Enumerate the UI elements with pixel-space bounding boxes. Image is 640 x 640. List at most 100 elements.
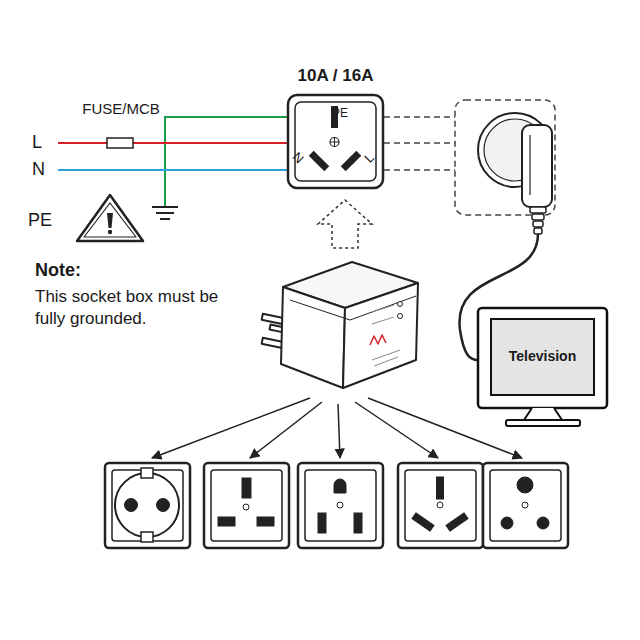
ground-symbol — [160, 218, 170, 220]
surge-adapter — [372, 317, 394, 324]
surge-adapter — [290, 296, 416, 320]
warning-triangle — [77, 195, 143, 241]
wall-socket — [309, 151, 330, 172]
socket-type — [242, 478, 251, 498]
television — [524, 408, 562, 420]
neutral-wire — [58, 169, 289, 171]
socket-type — [437, 477, 444, 499]
socket-type — [141, 468, 153, 478]
note-heading: Note: — [35, 260, 81, 282]
socket-type — [305, 470, 376, 541]
live-wire — [58, 138, 289, 148]
socket-type — [398, 463, 483, 548]
plug — [534, 228, 542, 234]
socket-type — [243, 504, 249, 510]
socket-type — [318, 513, 326, 533]
dashed-link — [384, 142, 455, 144]
socket-type — [522, 502, 528, 508]
dashed-link — [384, 100, 555, 215]
wall-socket — [341, 151, 362, 172]
warning-triangle — [107, 213, 113, 228]
socket-type — [298, 463, 383, 548]
socket-type — [398, 463, 483, 548]
live-wire — [107, 138, 133, 148]
ground-symbol — [156, 212, 174, 214]
fanout-arrow — [152, 398, 310, 458]
socket-type — [405, 470, 476, 541]
socket-type — [211, 470, 282, 541]
live-wire — [58, 142, 289, 144]
wall-socket — [288, 95, 383, 188]
socket-type — [537, 517, 549, 529]
surge-adapter — [262, 262, 418, 388]
surge-adapter — [372, 350, 400, 360]
surge-adapter — [372, 305, 394, 312]
dashed-link — [384, 116, 455, 118]
ground-symbol — [152, 206, 178, 208]
plug — [532, 214, 544, 220]
fanout-arrow — [152, 398, 522, 458]
surge-adapter — [398, 314, 403, 319]
pe-wire — [165, 117, 289, 207]
ground-symbol — [152, 207, 178, 219]
wall-socket-box: 10A / 16APENL — [288, 95, 383, 188]
surge-adapter — [374, 357, 398, 366]
television — [478, 308, 607, 426]
socket-type — [112, 470, 183, 541]
pin-label: L — [362, 151, 377, 166]
socket-type — [105, 463, 190, 548]
socket-type — [483, 463, 568, 548]
socket-type — [334, 479, 346, 493]
television — [478, 308, 607, 408]
socket-type — [115, 473, 179, 537]
neutral-wire — [58, 170, 289, 171]
wire-label: L — [32, 132, 42, 154]
surge-adapter — [281, 287, 345, 388]
socket-type — [501, 517, 513, 529]
socket-type — [204, 463, 289, 548]
wall-socket — [288, 95, 383, 188]
warning-triangle — [77, 195, 143, 241]
rating-label: 10A / 16A — [268, 67, 403, 86]
plug — [529, 135, 530, 195]
screen-label: Television — [509, 349, 576, 364]
socket-type — [105, 463, 190, 548]
socket-types — [105, 463, 568, 548]
fanout-arrow — [338, 404, 340, 458]
socket-type — [412, 513, 434, 531]
socket-type — [483, 463, 568, 548]
note-text: This socket box must be fully grounded. — [35, 286, 225, 330]
fuse-label: FUSE/MCB — [82, 100, 160, 118]
warning-triangle — [108, 230, 112, 234]
socket-type — [204, 463, 289, 548]
socket-type — [337, 502, 343, 508]
surge-adapter — [262, 314, 285, 324]
socket-type — [490, 470, 561, 541]
fanout-arrow — [355, 402, 438, 458]
plug — [522, 125, 552, 207]
socket-type — [157, 499, 170, 512]
plug — [533, 221, 543, 227]
pin-label: PE — [332, 107, 348, 120]
insert-arrow — [318, 200, 372, 248]
socket-type — [218, 517, 235, 526]
fanout-arrow — [368, 398, 522, 458]
socket-type — [125, 499, 138, 512]
wall-socket — [330, 138, 339, 147]
socket-type — [437, 502, 443, 508]
socket-type — [517, 477, 533, 493]
wall-socket — [295, 102, 376, 181]
surge-adapter — [370, 335, 386, 345]
socket-type — [446, 513, 468, 531]
wire-label: N — [32, 159, 45, 181]
socket-type — [257, 517, 274, 526]
television-screen: Television — [490, 318, 595, 396]
socket-type — [298, 463, 383, 548]
socket-type — [141, 532, 153, 542]
wire-label: PE — [28, 210, 52, 232]
warning-triangle — [84, 203, 136, 237]
socket-type — [354, 513, 362, 533]
dashed-link — [455, 100, 555, 215]
insert-arrow — [318, 200, 372, 248]
